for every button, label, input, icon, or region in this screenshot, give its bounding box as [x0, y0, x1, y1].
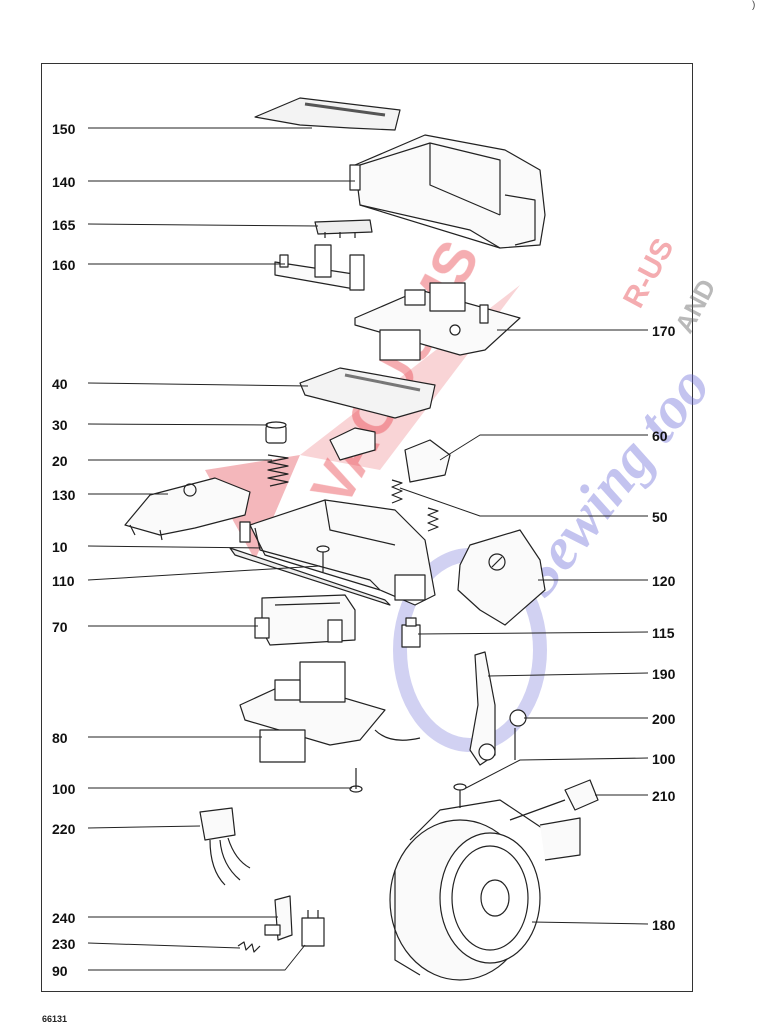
callout-240: 240: [52, 910, 76, 926]
corner-mark: ): [752, 0, 756, 11]
leader-40: [87, 382, 309, 387]
part-40-membrane-sheet: [299, 367, 436, 419]
leader-100b: [465, 757, 649, 789]
callout-30: 30: [52, 417, 68, 433]
callout-20: 20: [52, 453, 68, 469]
callout-200: 200: [652, 711, 676, 727]
leader-60: [439, 434, 648, 461]
callout-230: 230: [52, 936, 76, 952]
part-10-main-housing: [229, 499, 436, 606]
drawing-code: 66131: [42, 1014, 68, 1024]
part-120-side-cover: [457, 529, 546, 626]
callout-90: 90: [52, 963, 68, 979]
callout-70: 70: [52, 619, 68, 635]
part-170-circuit-board: [354, 282, 521, 361]
callout-210: 210: [652, 788, 676, 804]
callout-220: 220: [52, 821, 76, 837]
leader-10: [87, 545, 263, 549]
callout-160: 160: [52, 257, 76, 273]
callout-10: 10: [52, 539, 68, 555]
callout-50: 50: [652, 509, 668, 525]
callout-165: 165: [52, 217, 76, 233]
leader-50: [399, 487, 648, 517]
callout-80: 80: [52, 730, 68, 746]
leader-230: [87, 942, 241, 949]
part-200-roller: [509, 709, 527, 760]
part-100-screw-reel: [453, 783, 467, 808]
part-220-connector: [199, 807, 251, 886]
callout-100-right: 100: [652, 751, 676, 767]
part-100-screw-lower: [349, 768, 363, 793]
leader-190: [487, 672, 649, 677]
callout-170: 170: [652, 323, 676, 339]
callout-190: 190: [652, 666, 676, 682]
leader-110: [87, 565, 321, 581]
part-115-microswitch: [401, 617, 421, 648]
part-150-label-plate: [254, 97, 401, 131]
watermark-v-shape: [205, 455, 300, 560]
part-240-bracket: [264, 895, 293, 941]
leader-220: [87, 825, 201, 829]
part-80-lower-board: [239, 661, 421, 763]
part-210-plug: [509, 779, 599, 821]
part-180-cable-reel: [389, 799, 581, 981]
leader-180: [531, 921, 649, 925]
callout-120: 120: [652, 573, 676, 589]
leader-30: [87, 423, 269, 426]
callout-60: 60: [652, 428, 668, 444]
part-165-strip: [314, 219, 373, 238]
callout-115: 115: [652, 625, 675, 641]
part-130-button-cover: [124, 477, 251, 541]
part-190-cord-lever: [469, 651, 496, 766]
callout-140: 140: [52, 174, 76, 190]
leader-90: [88, 944, 306, 971]
part-60-button-caps: [329, 427, 451, 483]
part-30-cap: [265, 421, 287, 444]
callout-180: 180: [652, 917, 676, 933]
callout-40: 40: [52, 376, 68, 392]
part-160-light-guide: [274, 244, 365, 291]
callout-110: 110: [52, 573, 75, 589]
leader-115: [417, 631, 649, 635]
part-20-spring: [267, 454, 289, 487]
part-70-switch-block: [254, 594, 356, 646]
part-110-screw: [316, 545, 330, 572]
callout-150: 150: [52, 121, 76, 137]
part-90-thermal-switch: [301, 910, 325, 947]
part-140-upper-housing: [349, 134, 546, 249]
callout-130: 130: [52, 487, 76, 503]
part-50-springs: [391, 479, 439, 532]
callout-100-left: 100: [52, 781, 76, 797]
leader-lines: [87, 127, 649, 971]
leader-165: [87, 223, 319, 227]
part-230-small-spring: [237, 941, 261, 953]
diagram-frame: [41, 63, 693, 992]
